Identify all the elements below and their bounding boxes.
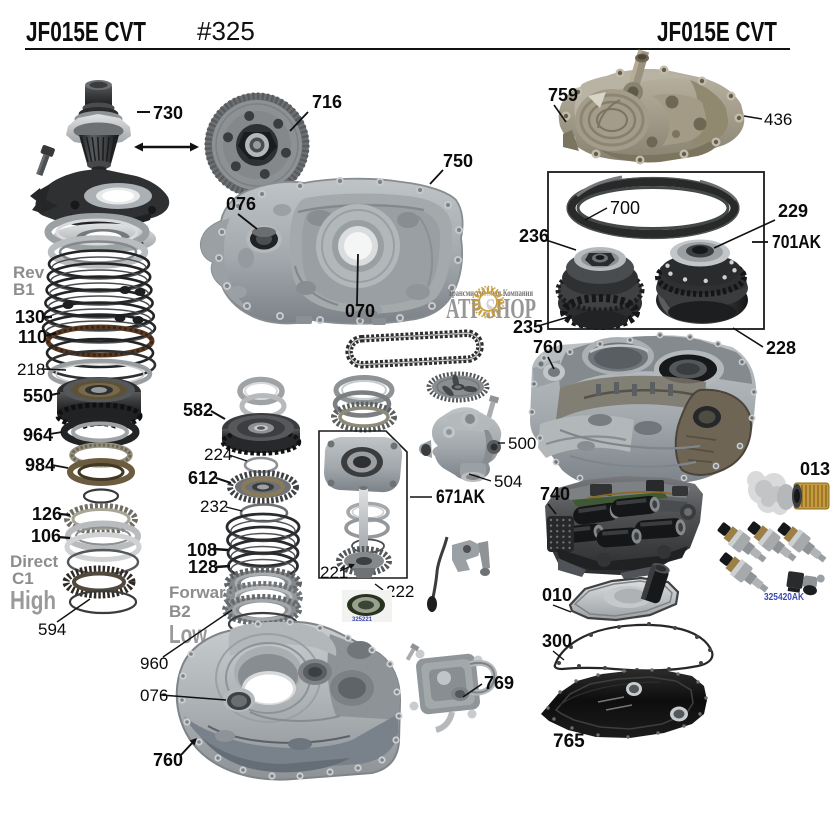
svg-text:JF015E CVT: JF015E CVT xyxy=(657,16,777,47)
svg-text:013: 013 xyxy=(800,459,830,479)
svg-text:108: 108 xyxy=(187,540,217,560)
svg-text:325420AK: 325420AK xyxy=(764,592,805,603)
svg-text:700: 700 xyxy=(610,198,640,218)
svg-text:436: 436 xyxy=(764,110,792,129)
svg-text:550: 550 xyxy=(23,386,53,406)
svg-text:076: 076 xyxy=(226,194,256,214)
svg-text:235: 235 xyxy=(513,317,543,337)
svg-text:236: 236 xyxy=(519,226,549,246)
svg-text:300: 300 xyxy=(542,631,572,651)
svg-text:218: 218 xyxy=(17,360,45,379)
svg-text:504: 504 xyxy=(494,472,522,491)
svg-text:126: 126 xyxy=(32,504,62,524)
svg-text:671AK: 671AK xyxy=(436,487,485,508)
svg-text:730: 730 xyxy=(153,103,183,123)
svg-text:229: 229 xyxy=(778,201,808,221)
svg-text:325221: 325221 xyxy=(352,617,373,623)
svg-text:221: 221 xyxy=(320,563,348,582)
svg-text:765: 765 xyxy=(553,731,585,752)
svg-text:010: 010 xyxy=(542,585,572,605)
svg-text:106: 106 xyxy=(31,526,61,546)
svg-text:B1: B1 xyxy=(13,280,35,299)
svg-text:612: 612 xyxy=(188,468,218,488)
svg-text:232: 232 xyxy=(200,497,228,516)
svg-text:076: 076 xyxy=(140,686,168,705)
svg-text:716: 716 xyxy=(312,92,342,112)
svg-text:224: 224 xyxy=(204,445,232,464)
svg-text:750: 750 xyxy=(443,151,473,171)
svg-text:769: 769 xyxy=(484,673,514,693)
svg-text:JF015E CVT: JF015E CVT xyxy=(26,16,146,47)
svg-text:500: 500 xyxy=(508,434,536,453)
svg-text:740: 740 xyxy=(540,484,570,504)
svg-text:594: 594 xyxy=(38,620,66,639)
svg-text:Forward: Forward xyxy=(169,583,236,602)
svg-text:760: 760 xyxy=(153,750,183,770)
svg-text:B2: B2 xyxy=(169,602,191,621)
svg-text:High: High xyxy=(10,585,56,615)
svg-text:Rev: Rev xyxy=(13,263,45,282)
svg-text:C1: C1 xyxy=(12,569,34,588)
svg-text:130: 130 xyxy=(15,307,45,327)
svg-text:964: 964 xyxy=(23,425,53,445)
svg-text:070: 070 xyxy=(345,301,375,321)
svg-text:960: 960 xyxy=(140,654,168,673)
svg-text:Direct: Direct xyxy=(10,552,59,571)
svg-text:128: 128 xyxy=(188,557,218,577)
svg-text:228: 228 xyxy=(766,338,796,358)
svg-text:984: 984 xyxy=(25,455,55,475)
svg-text:760: 760 xyxy=(533,337,563,357)
svg-text:701AK: 701AK xyxy=(772,232,821,252)
svg-text:110: 110 xyxy=(18,327,47,347)
svg-text:#325: #325 xyxy=(197,16,255,46)
svg-text:222: 222 xyxy=(386,582,414,601)
svg-text:759: 759 xyxy=(548,85,578,105)
svg-text:582: 582 xyxy=(183,400,213,420)
